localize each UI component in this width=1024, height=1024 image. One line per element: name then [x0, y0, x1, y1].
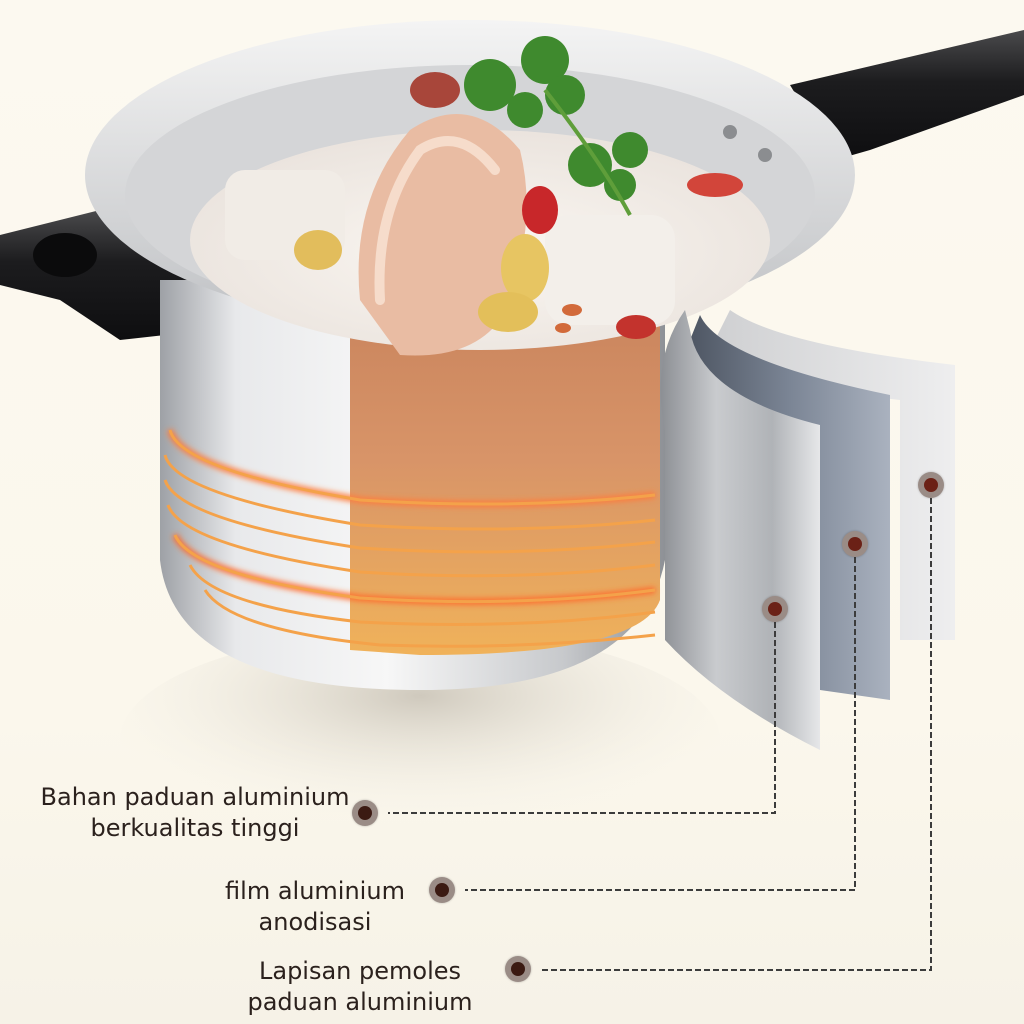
layer-label-inner-line1: Lapisan pemoles — [258, 957, 462, 985]
rivet — [758, 148, 772, 162]
food — [225, 72, 743, 356]
layer-label-middle-line1: film aluminium — [225, 877, 405, 905]
layer-outer — [660, 310, 820, 750]
leader-line-inner — [540, 498, 932, 971]
layer-inner — [715, 310, 955, 640]
layer-label-outer: Bahan paduan aluminium berkualitas tingg… — [40, 782, 350, 844]
cilantro-garnish — [464, 36, 648, 216]
label-marker-dot-middle — [429, 877, 455, 903]
long-handle — [790, 30, 1024, 160]
label-marker-dot-outer — [352, 800, 378, 826]
layer-label-inner-line2: paduan aluminium — [247, 988, 473, 1016]
leader-line-outer — [388, 622, 776, 814]
layer-middle — [690, 315, 890, 700]
layer-marker-dot-outer — [762, 596, 788, 622]
layer-marker-dot-inner — [918, 472, 944, 498]
layer-label-outer-line2: berkualitas tinggi — [90, 814, 300, 842]
leader-line-middle — [465, 557, 856, 891]
layer-label-inner: Lapisan pemoles paduan aluminium — [235, 956, 485, 1018]
label-marker-dot-inner — [505, 956, 531, 982]
layer-label-middle: film aluminium anodisasi — [215, 876, 415, 938]
leader-lines — [388, 498, 932, 971]
cutaway-interior — [350, 300, 660, 655]
side-handle-hole — [33, 233, 97, 277]
layer-label-middle-line2: anodisasi — [258, 908, 372, 936]
heat-rings — [163, 428, 656, 648]
layer-label-outer-line1: Bahan paduan aluminium — [40, 783, 350, 811]
layer-cross-section — [660, 310, 955, 750]
floor-shadow — [120, 630, 720, 850]
rivet — [723, 125, 737, 139]
layer-marker-dot-middle — [842, 531, 868, 557]
